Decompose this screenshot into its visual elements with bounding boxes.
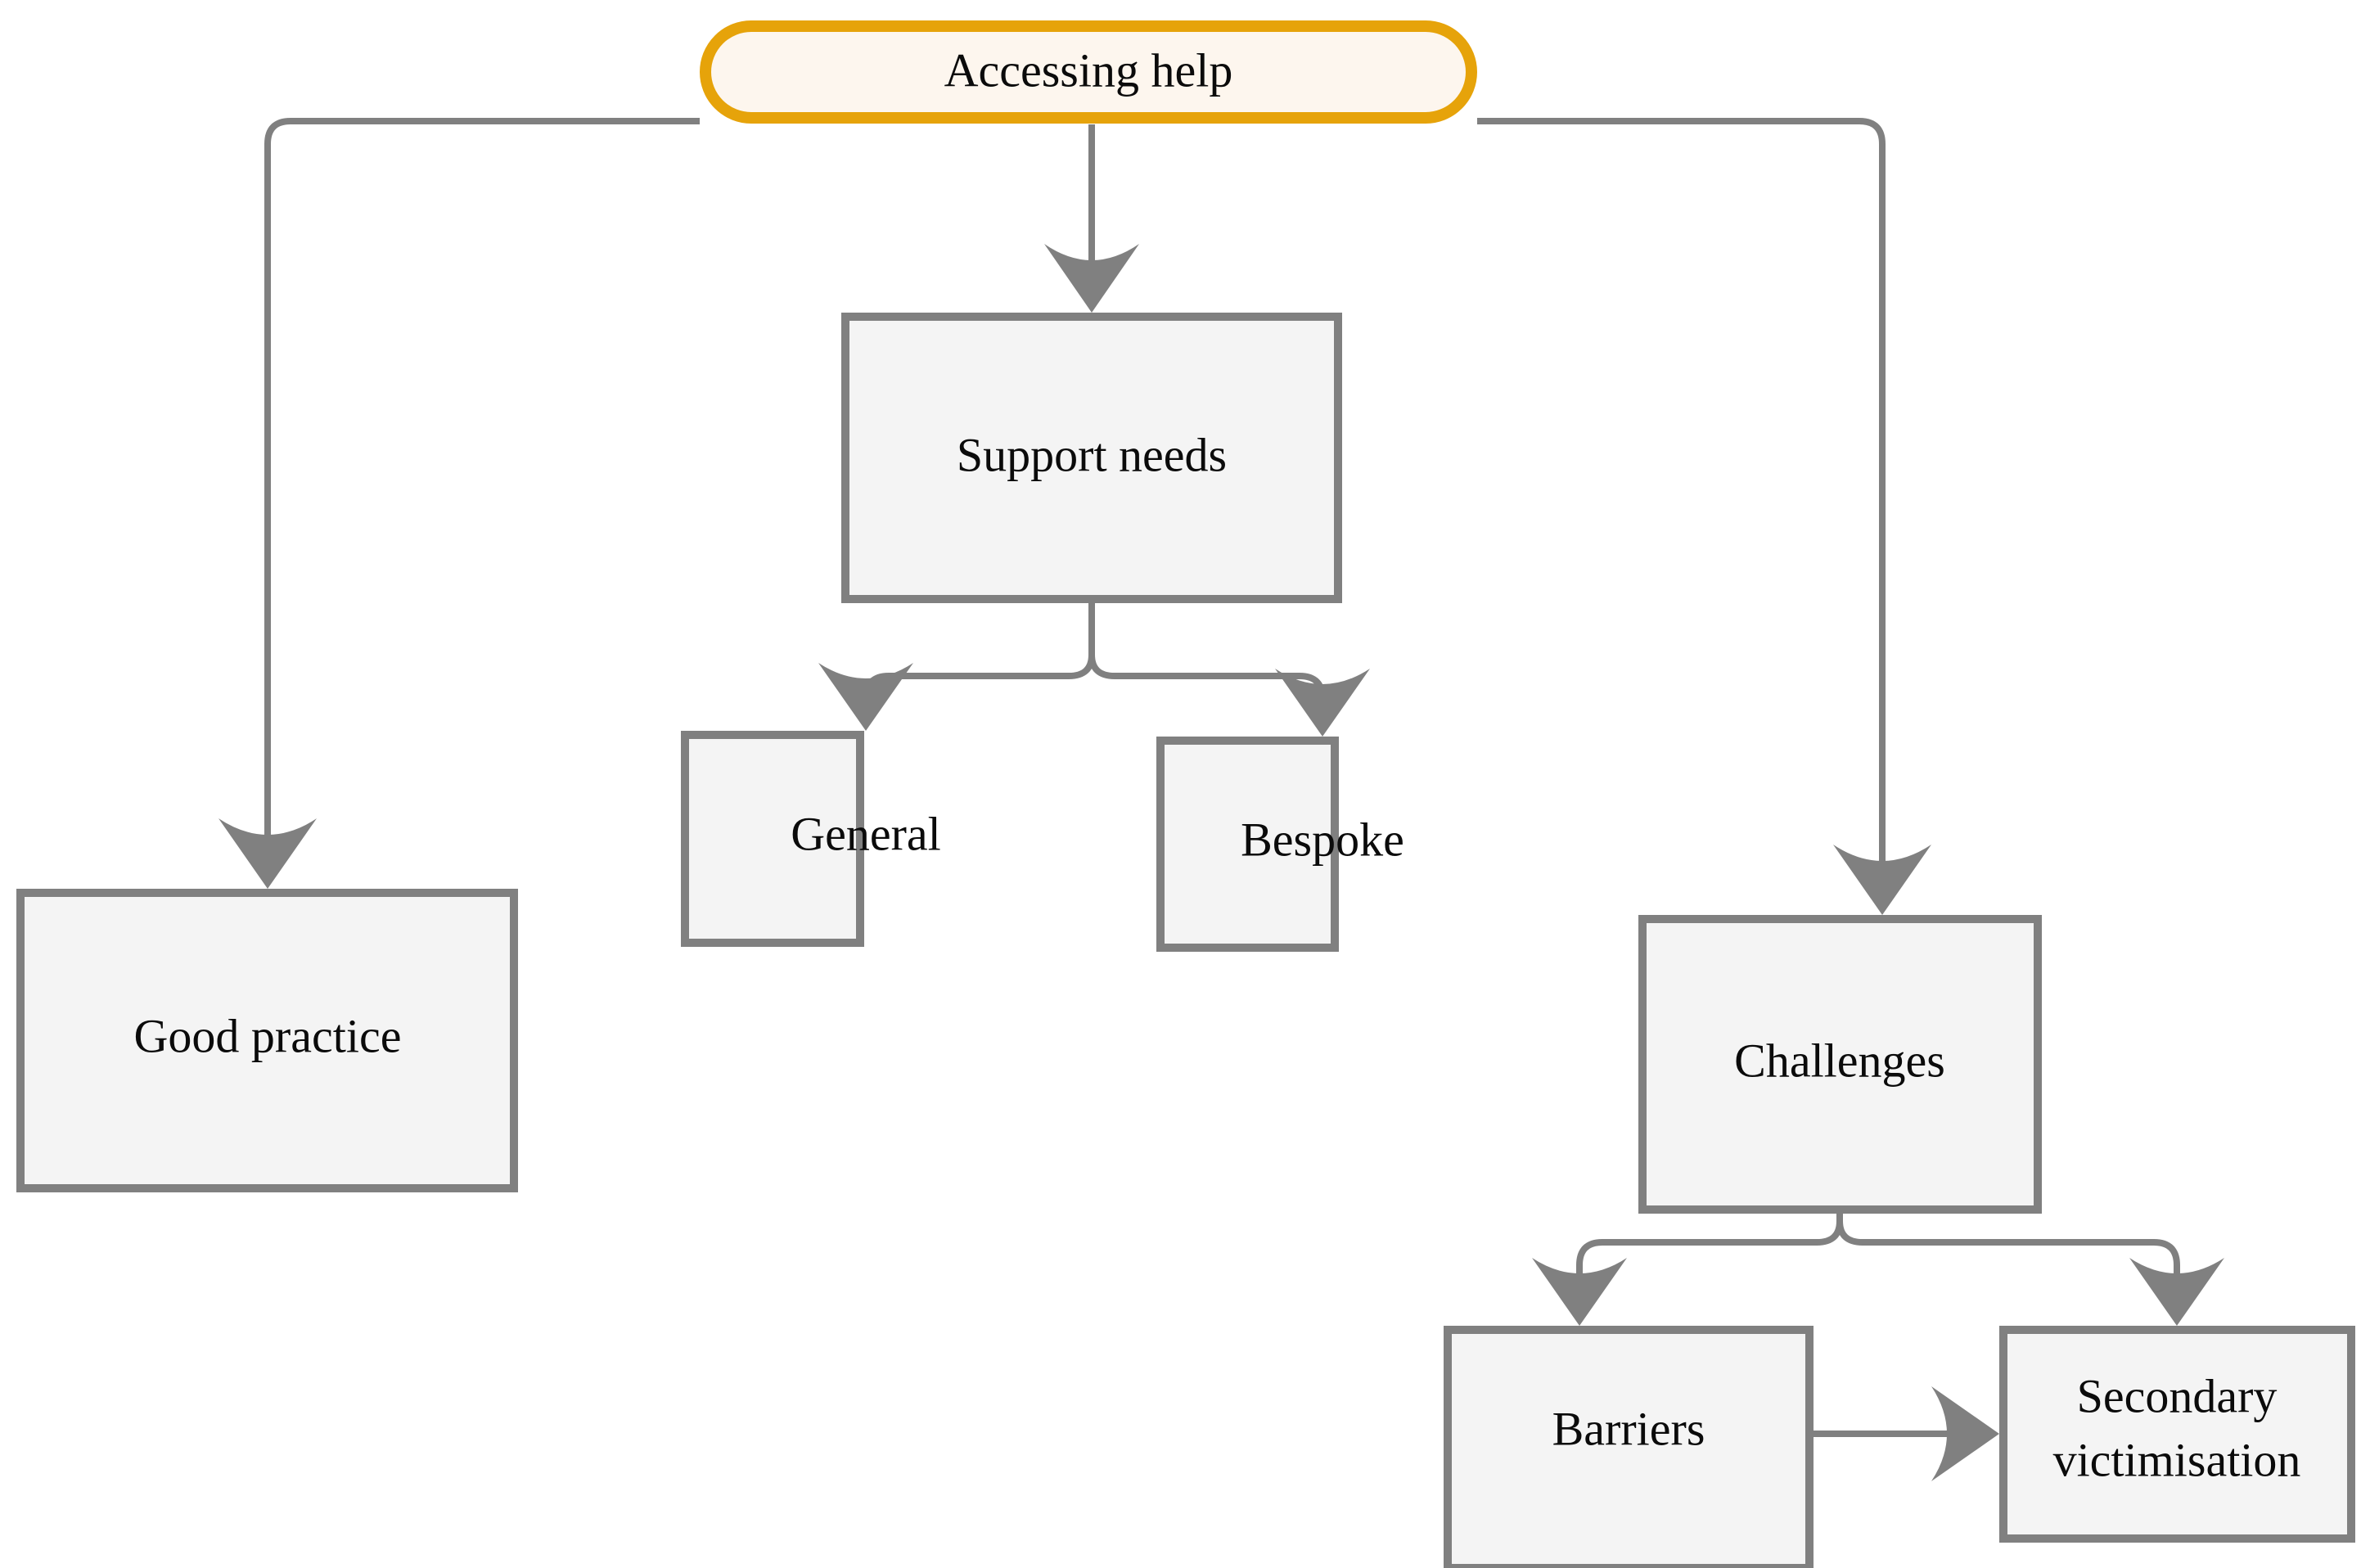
node-challenges-label: Challenges bbox=[1734, 1034, 1945, 1087]
node-good-practice[interactable]: Good practice bbox=[16, 889, 518, 1192]
node-good-practice-shape bbox=[16, 889, 518, 1192]
edge-support-needs-to-general[interactable] bbox=[818, 603, 1095, 731]
node-accessing-help[interactable]: Accessing help bbox=[700, 20, 1477, 124]
node-barriers[interactable]: Barriers bbox=[1444, 1326, 1814, 1568]
edge-challenges-to-secondary-victimisation[interactable] bbox=[1836, 1214, 2224, 1326]
node-bespoke-shape bbox=[1156, 737, 1339, 952]
node-support-needs-label: Support needs bbox=[957, 428, 1227, 481]
arrowhead-icon bbox=[219, 818, 317, 889]
edge-challenges-to-barriers[interactable] bbox=[1532, 1214, 1843, 1326]
edge-support-needs-to-bespoke[interactable] bbox=[1088, 603, 1370, 737]
arrowhead-icon bbox=[2129, 1258, 2224, 1326]
node-support-needs-shape bbox=[841, 313, 1342, 603]
node-bespoke[interactable]: Bespoke bbox=[1156, 737, 1404, 952]
node-challenges-shape bbox=[1638, 915, 2042, 1214]
node-barriers-label: Barriers bbox=[1552, 1402, 1705, 1455]
node-general-shape bbox=[681, 731, 864, 947]
edge-accessing-help-to-good-practice[interactable] bbox=[219, 118, 700, 889]
edge-accessing-help-to-challenges[interactable] bbox=[1477, 118, 1931, 915]
node-bespoke-label: Bespoke bbox=[1241, 813, 1404, 866]
arrowhead-icon bbox=[1044, 244, 1139, 313]
edge-accessing-help-to-support-needs[interactable] bbox=[1044, 124, 1139, 313]
node-accessing-help-label: Accessing help bbox=[944, 43, 1233, 97]
node-support-needs[interactable]: Support needs bbox=[841, 313, 1342, 603]
node-secondary-victimisation-label-line1: Secondary bbox=[2077, 1369, 2278, 1422]
arrowhead-icon bbox=[818, 663, 913, 731]
node-good-practice-label: Good practice bbox=[134, 1009, 402, 1062]
arrowhead-icon bbox=[1931, 1386, 1999, 1481]
node-secondary-victimisation-shape bbox=[1999, 1326, 2355, 1543]
node-general[interactable]: General bbox=[681, 731, 941, 947]
node-challenges[interactable]: Challenges bbox=[1638, 915, 2042, 1214]
arrowhead-icon bbox=[1532, 1258, 1627, 1326]
node-secondary-victimisation[interactable]: Secondary victimisation bbox=[1999, 1326, 2355, 1543]
arrowhead-icon bbox=[1275, 669, 1370, 737]
node-barriers-shape bbox=[1444, 1326, 1814, 1568]
nodes-layer: Accessing help Support needs General Bes… bbox=[16, 20, 2355, 1568]
arrowhead-icon bbox=[1833, 845, 1931, 915]
node-accessing-help-shape bbox=[700, 20, 1477, 124]
edge-barriers-to-secondary-victimisation[interactable] bbox=[1814, 1386, 1999, 1481]
edges-layer bbox=[219, 118, 2224, 1481]
node-secondary-victimisation-label-line2: victimisation bbox=[2053, 1433, 2301, 1486]
node-general-label: General bbox=[791, 807, 941, 860]
